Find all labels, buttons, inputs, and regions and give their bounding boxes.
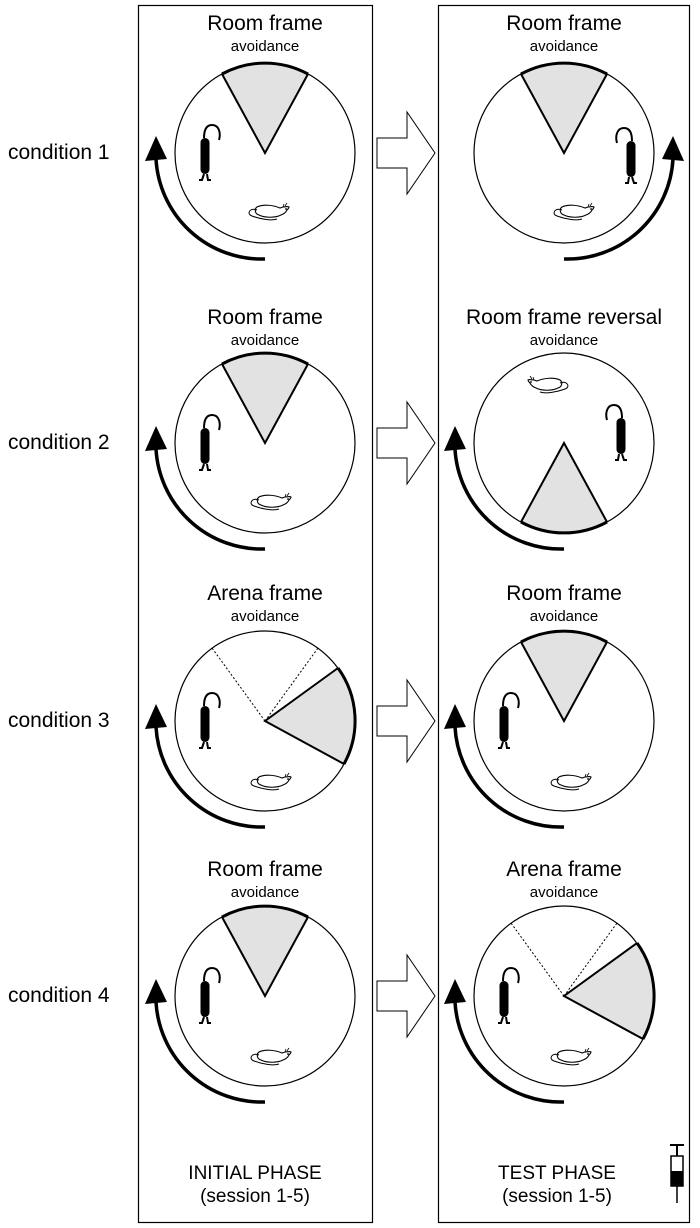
condition-4-test-rotation-arrow bbox=[444, 979, 565, 1104]
condition-4-initial-arena bbox=[174, 904, 356, 1087]
condition-3-initial-arena bbox=[174, 630, 357, 812]
condition-1-initial-arena bbox=[174, 61, 356, 244]
room-shock-sector bbox=[222, 353, 308, 443]
condition-4-phase-arrow bbox=[376, 953, 436, 1039]
room-shock-sector bbox=[222, 906, 308, 996]
condition-2-initial-rotation-arrow bbox=[145, 426, 266, 551]
condition-3-test-arena bbox=[473, 629, 655, 812]
condition-1-test-rotation-arrow bbox=[563, 136, 684, 261]
condition-3-phase-arrow bbox=[376, 678, 436, 764]
condition-2-initial-arena bbox=[174, 351, 356, 534]
condition-3-initial-rotation-arrow bbox=[145, 704, 266, 829]
syringe-icon bbox=[670, 1144, 684, 1203]
initial-phase-panel bbox=[137, 4, 374, 1224]
condition-2-test-arena bbox=[473, 352, 655, 535]
room-shock-sector bbox=[222, 63, 308, 153]
condition-2-phase-arrow bbox=[376, 400, 436, 486]
arena-shock-sector bbox=[564, 943, 655, 1039]
condition-1-initial-rotation-arrow bbox=[145, 136, 266, 261]
condition-1-test-arena bbox=[473, 61, 655, 244]
room-shock-sector bbox=[521, 63, 607, 153]
room-shock-sector bbox=[521, 631, 607, 721]
arena-sector-dotted-line bbox=[211, 647, 266, 722]
arena-sector-dotted-line bbox=[563, 922, 618, 997]
arena-sector-dotted-line bbox=[510, 922, 565, 997]
condition-1-phase-arrow bbox=[376, 110, 436, 196]
arena-sector-dotted-line bbox=[264, 647, 319, 722]
arena-shock-sector bbox=[265, 668, 356, 764]
test-phase-panel bbox=[437, 4, 691, 1224]
condition-2-test-rotation-arrow bbox=[444, 426, 565, 551]
condition-4-test-arena bbox=[473, 905, 656, 1087]
room-reversal-shock-sector bbox=[521, 443, 607, 533]
condition-4-initial-rotation-arrow bbox=[145, 979, 266, 1104]
condition-3-test-rotation-arrow bbox=[444, 704, 565, 829]
